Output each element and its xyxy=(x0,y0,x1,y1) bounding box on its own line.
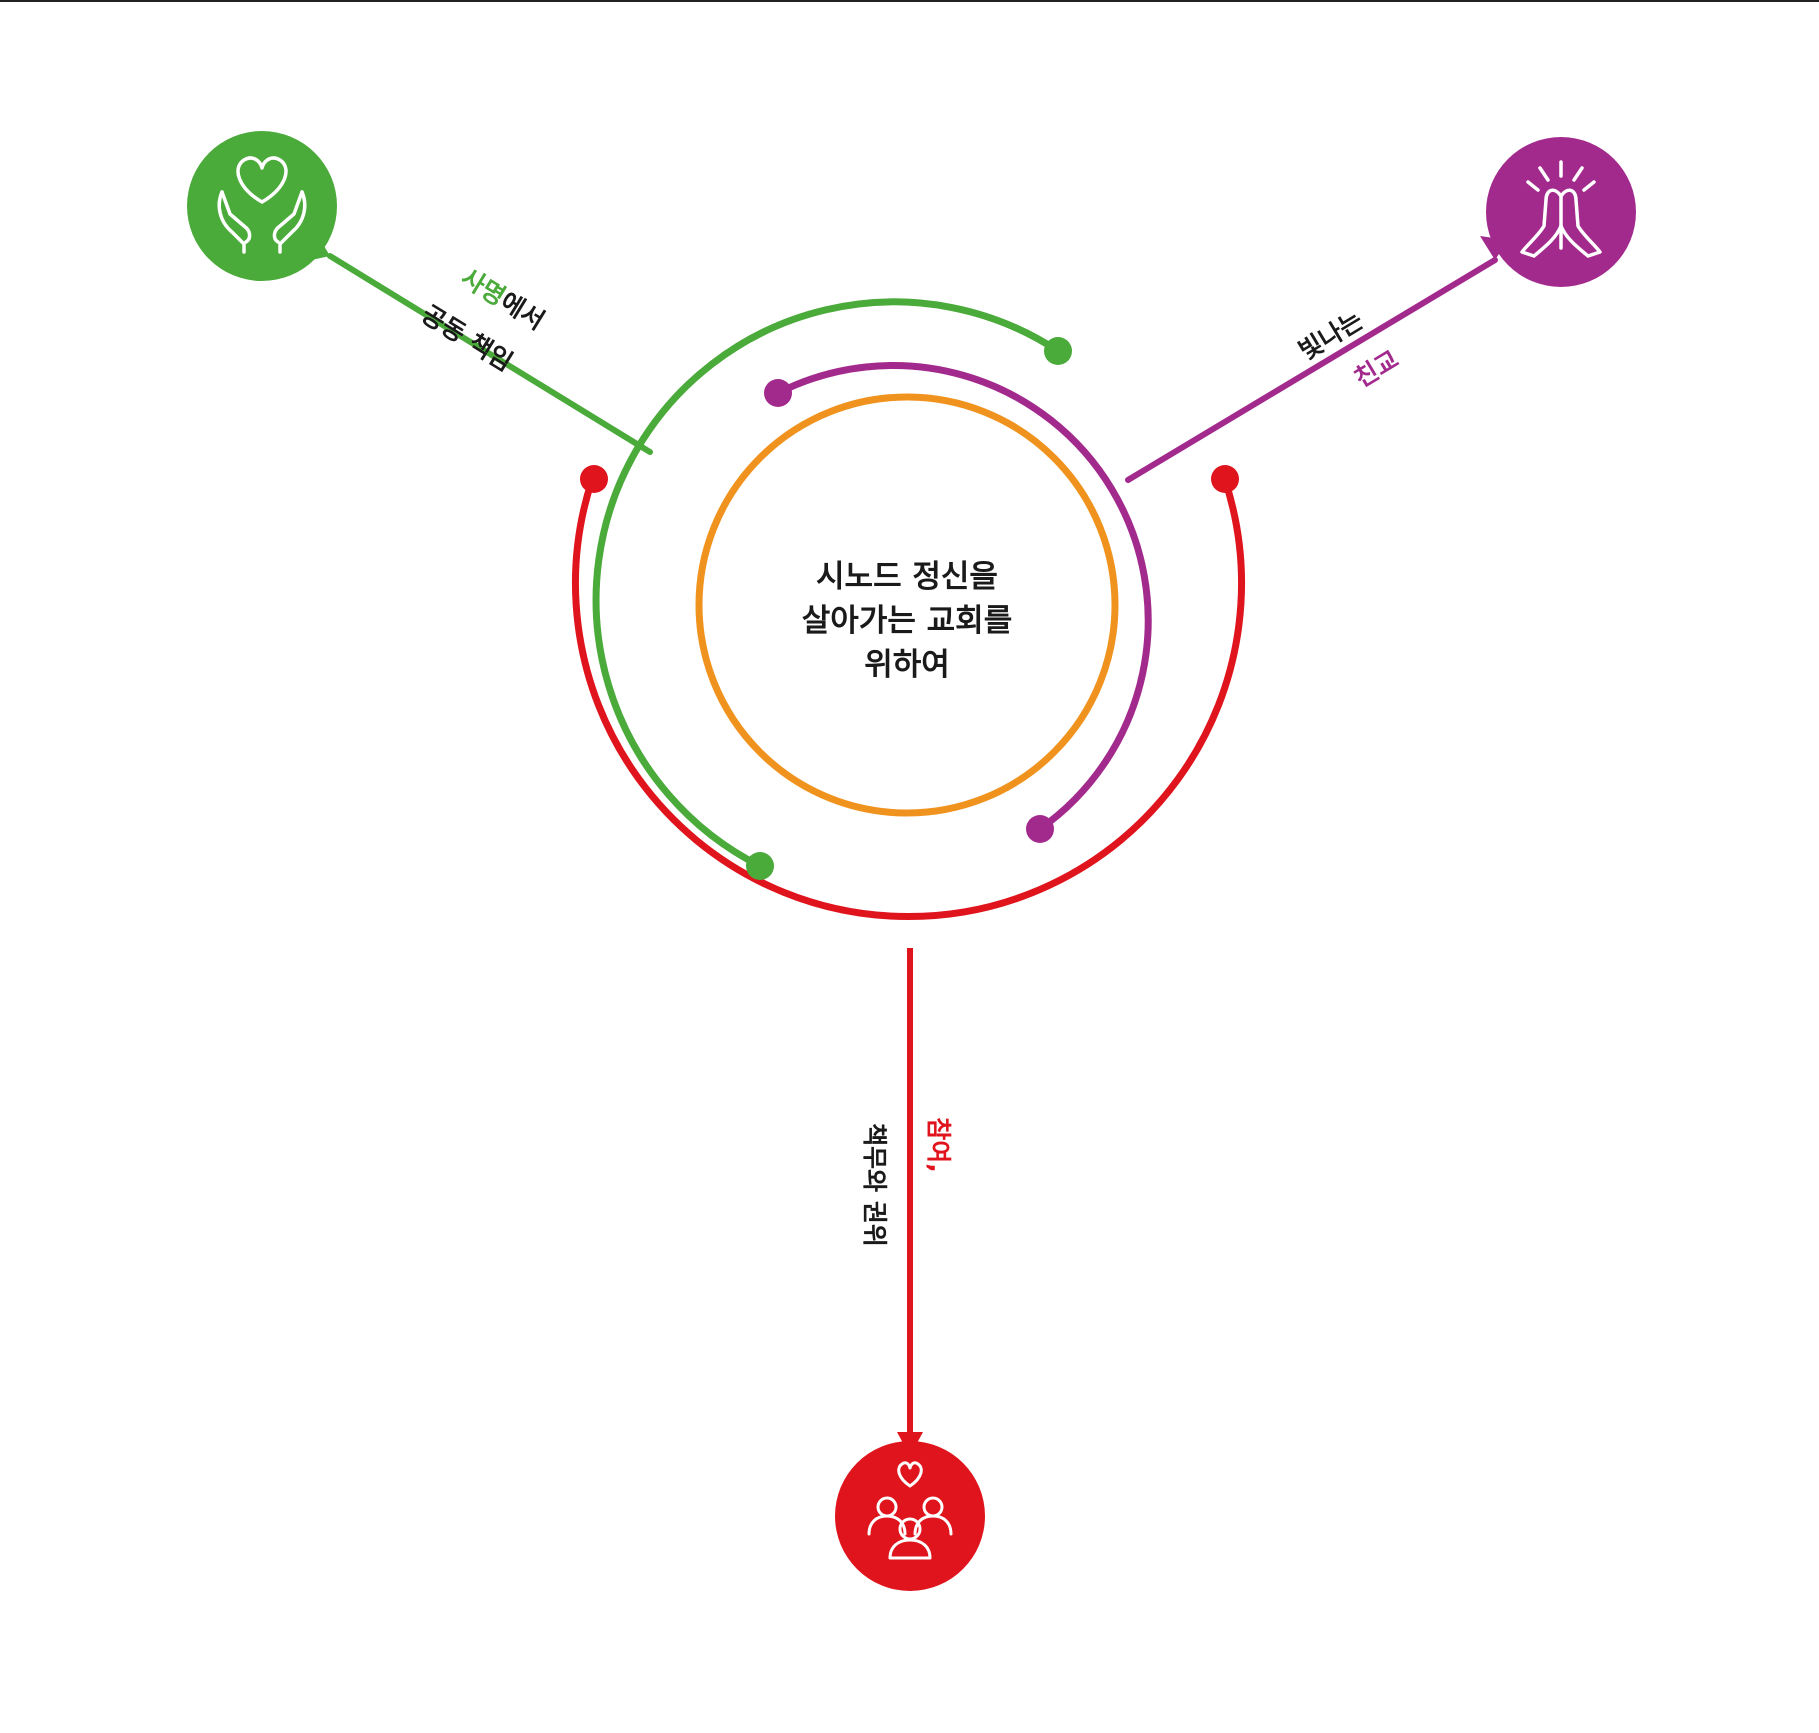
purple-arc-end-bottom xyxy=(1026,815,1054,843)
green-node xyxy=(187,131,337,281)
orange-inner-ring xyxy=(695,393,1119,817)
green-arc-end-top xyxy=(1044,337,1072,365)
purple-arc-end-top xyxy=(764,379,792,407)
participation-keyword: 참여, xyxy=(924,1117,953,1173)
hands-heart-icon xyxy=(217,156,307,254)
praying-hands-icon xyxy=(1520,160,1602,258)
communion-label-group: 빛나는 친교 xyxy=(1294,305,1404,394)
people-heart-icon xyxy=(867,1461,953,1560)
red-outer-arc xyxy=(572,476,1245,920)
green-arc-end-bottom xyxy=(746,852,774,880)
communion-keyword: 친교 xyxy=(1349,345,1403,394)
purple-spoke-line xyxy=(1125,257,1498,483)
center-title-line-1: 시노드 정신을 xyxy=(816,559,998,595)
purple-node xyxy=(1480,137,1636,287)
top-border xyxy=(0,0,1819,2)
mission-label-group: 사명에서 공동 책임 xyxy=(417,263,550,377)
center-title-line-2: 살아가는 교회를 xyxy=(802,603,1012,639)
participation-label-group: 참여, 책무와 권위 xyxy=(860,1117,953,1247)
green-arc xyxy=(592,298,1062,870)
red-arc-end-left xyxy=(580,465,608,493)
participation-label-line-2: 책무와 권위 xyxy=(860,1123,889,1247)
center-title-line-3: 위하여 xyxy=(864,647,950,683)
purple-arc xyxy=(774,362,1152,833)
green-spoke-line xyxy=(327,253,653,455)
red-node xyxy=(835,1432,985,1591)
red-arc-end-right xyxy=(1211,465,1239,493)
